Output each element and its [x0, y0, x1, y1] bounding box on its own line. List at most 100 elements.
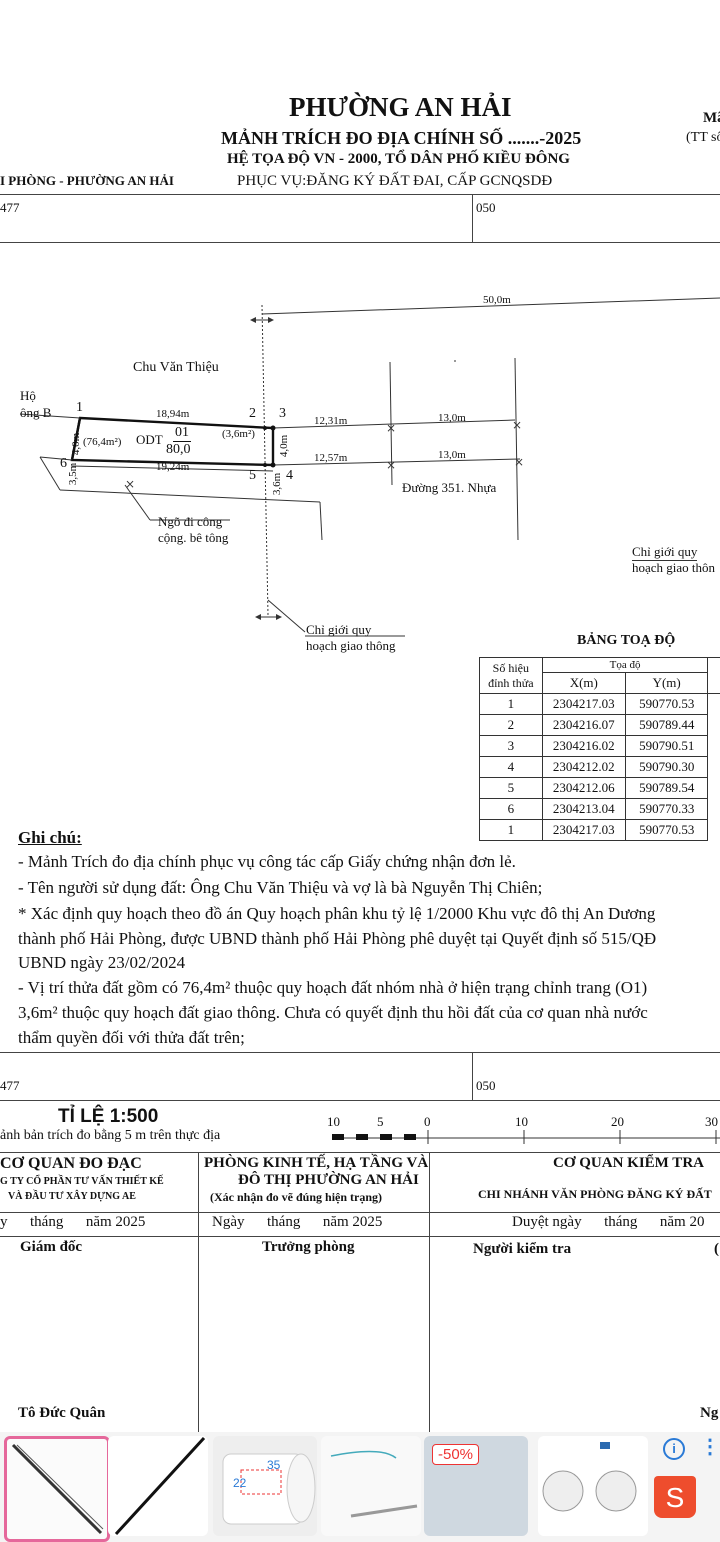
arrow-bottom-left-head — [255, 614, 261, 620]
ad-cable-item[interactable] — [321, 1436, 421, 1536]
ad-stickers-item[interactable]: -50% — [424, 1436, 528, 1536]
length-top: 18,94m — [156, 408, 190, 420]
area-main: (76,4m²) — [83, 436, 122, 448]
sheet-number-right: 050 — [476, 200, 496, 215]
point-5: 5 — [249, 468, 256, 483]
ad-caps-item[interactable] — [538, 1436, 648, 1536]
scale-tick-0: 0 — [424, 1114, 431, 1129]
code-label: Mã — [703, 110, 720, 126]
label-roll-image — [222, 1453, 316, 1525]
coord-cell-p: 6 — [479, 798, 543, 820]
cross-mark-b: × — [386, 458, 396, 472]
col3-sub: CHI NHÁNH VĂN PHÒNG ĐĂNG KÝ ĐẤT — [478, 1187, 712, 1201]
length-left2: 3,5m — [67, 462, 80, 486]
arrow-top-right-head — [268, 317, 274, 323]
needle-image — [11, 1443, 104, 1535]
more-vertical-icon[interactable]: ⋮ — [700, 1436, 720, 1458]
coord-cell-y: 590789.54 — [624, 777, 709, 799]
date-col3: Duyệt ngày tháng năm 20 — [512, 1214, 705, 1230]
parcel-area: 80,0 — [166, 442, 191, 457]
coord-cell-p: 1 — [479, 819, 543, 841]
scale-label: TỈ LỆ 1:500 — [58, 1106, 159, 1127]
note-line-3: * Xác định quy hoạch theo đồ án Quy hoạc… — [18, 904, 656, 923]
cross-mark-a: × — [386, 421, 396, 435]
date-col1: y tháng năm 2025 — [0, 1214, 146, 1230]
coord-cell-x: 2304212.02 — [541, 756, 626, 778]
coord-cell-p: 4 — [479, 756, 543, 778]
sheet-subtitle: MẢNH TRÍCH ĐO ĐỊA CHÍNH SỐ .......-2025 — [221, 128, 582, 148]
note-line-5: UBND ngày 23/02/2024 — [18, 953, 186, 972]
road-label: Đường 351. Nhựa — [402, 480, 497, 495]
length-12-31: 12,31m — [314, 415, 348, 427]
planning-line-top — [261, 297, 720, 315]
length-left: 4,0m — [70, 432, 83, 456]
alley-right-line — [319, 501, 323, 541]
col2-title1: PHÒNG KINH TẾ, HẠ TẦNG VÀ — [204, 1155, 429, 1171]
sig-rule-role — [0, 1236, 720, 1237]
coord-cell-y: 590770.53 — [624, 693, 709, 715]
alley-top-line — [39, 456, 61, 491]
sheet-number-left: 477 — [0, 200, 20, 215]
parcel-number: 01 — [173, 425, 191, 442]
arrow-bottom-right-head — [276, 614, 282, 620]
coord-cell-p: 1 — [479, 693, 543, 715]
sig-rule-top — [0, 1152, 720, 1153]
neighbor-line-left2 — [39, 456, 73, 461]
length-bottom: 19,24m — [156, 461, 190, 473]
coord-cell-x: 2304217.03 — [541, 693, 626, 715]
boundary-right-line2: hoạch giao thôn — [632, 560, 716, 575]
sig-divider-2 — [429, 1152, 430, 1432]
info-icon[interactable]: i — [663, 1438, 685, 1460]
scale-note: ảnh bản trích đo bằng 5 m trên thực địa — [0, 1128, 221, 1143]
note-line-2: - Tên người sử dụng đất: Ông Chu Văn Thi… — [18, 878, 543, 897]
cross-mark-c: × — [512, 418, 522, 432]
col-point-header: Số hiệu đỉnh thửa — [479, 657, 543, 694]
ad-label-roll-item[interactable]: 35 22 — [213, 1436, 317, 1536]
notes-heading: Ghi chú: — [18, 828, 82, 847]
length-right: 4,0m — [278, 434, 291, 458]
header-rule — [0, 194, 720, 195]
boundary-dotted — [261, 304, 269, 616]
vertex-5 — [270, 462, 276, 468]
neighbor-line-left — [19, 413, 81, 419]
boundary-bottom-line2: hoạch giao thông — [306, 638, 396, 653]
signer-name: Tô Đức Quân — [18, 1405, 106, 1421]
cross-mark-e: × — [125, 477, 135, 491]
ad-rod-item[interactable] — [108, 1436, 208, 1536]
col-x-header: X(m) — [541, 672, 626, 694]
circular-note: (TT số — [686, 130, 720, 145]
footer-divider — [472, 1052, 473, 1100]
coord-cell-x: 2304216.02 — [541, 735, 626, 757]
coord-cell-p: 5 — [479, 777, 543, 799]
alley-mid-line — [71, 465, 274, 472]
dist-50: 50,0m — [483, 294, 511, 306]
scale-tick-10: 10 — [515, 1114, 528, 1129]
road-edge-2 — [514, 357, 519, 541]
col-coord-header: Tọa độ — [541, 657, 709, 673]
coord-cell-x: 2304213.04 — [541, 798, 626, 820]
point-4: 4 — [286, 468, 293, 483]
shopee-bag-icon[interactable]: S — [654, 1476, 696, 1518]
footer-sheet-right: 050 — [476, 1078, 496, 1093]
role-fourth: ( — [714, 1241, 719, 1257]
neighbor-line2: ông B — [20, 405, 52, 420]
alley-lower-line — [59, 489, 321, 503]
signer-fourth: Ng — [700, 1405, 719, 1421]
length-12-57: 12,57m — [314, 452, 348, 464]
cable-image — [330, 1450, 418, 1518]
header-left-label: I PHÒNG - PHƯỜNG AN HẢI — [0, 173, 174, 188]
parcel-edge-left — [70, 417, 82, 461]
area-small: (3,6m²) — [222, 428, 255, 440]
point-2: 2 — [249, 406, 256, 421]
vertex-2 — [270, 425, 276, 431]
ad-needle-item[interactable] — [4, 1436, 110, 1542]
parcel-drawing: × × × × × — [19, 297, 720, 637]
alley-pointer — [124, 484, 151, 521]
boundary-bottom-line1: Chỉ giới quy — [306, 622, 372, 637]
length-13-a: 13,0m — [438, 412, 466, 424]
